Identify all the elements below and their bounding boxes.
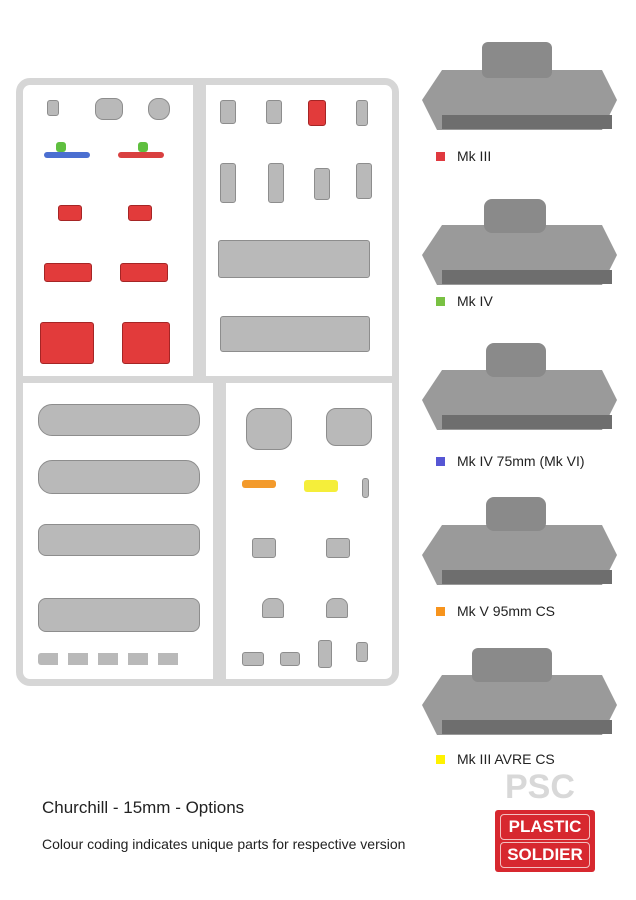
caption: Colour coding indicates unique parts for… [42, 836, 406, 852]
legend-item-mk-v: Mk V 95mm CS [436, 603, 555, 619]
color-swatch-yellow [436, 754, 445, 764]
legend-item-mk-iv: Mk IV [436, 293, 493, 309]
legend-label: Mk III [457, 148, 492, 164]
legend-item-mk-iv-75mm: Mk IV 75mm (Mk VI) [436, 453, 585, 469]
watermark: PSC [505, 768, 575, 806]
color-swatch-green [436, 296, 445, 306]
tank-render-mk-iv-75mm [422, 343, 617, 430]
legend-label: Mk III AVRE CS [457, 751, 555, 767]
tank-render-mk-iv [422, 199, 617, 285]
legend-label: Mk IV [457, 293, 493, 309]
logo-line-1: PLASTIC [500, 814, 590, 840]
tank-render-mk-iii [422, 42, 617, 130]
page-title: Churchill - 15mm - Options [42, 798, 245, 817]
tank-render-mk-iii-avre [422, 648, 617, 735]
color-swatch-orange [436, 606, 445, 616]
color-swatch-blue [436, 456, 445, 466]
logo-line-2: SOLDIER [500, 842, 590, 868]
legend-item-mk-iii-avre: Mk III AVRE CS [436, 751, 555, 767]
tank-render-mk-v [422, 497, 617, 585]
legend-label: Mk IV 75mm (Mk VI) [457, 453, 585, 469]
color-swatch-red [436, 151, 445, 161]
legend-label: Mk V 95mm CS [457, 603, 556, 619]
legend-item-mk-iii: Mk III [436, 148, 491, 164]
